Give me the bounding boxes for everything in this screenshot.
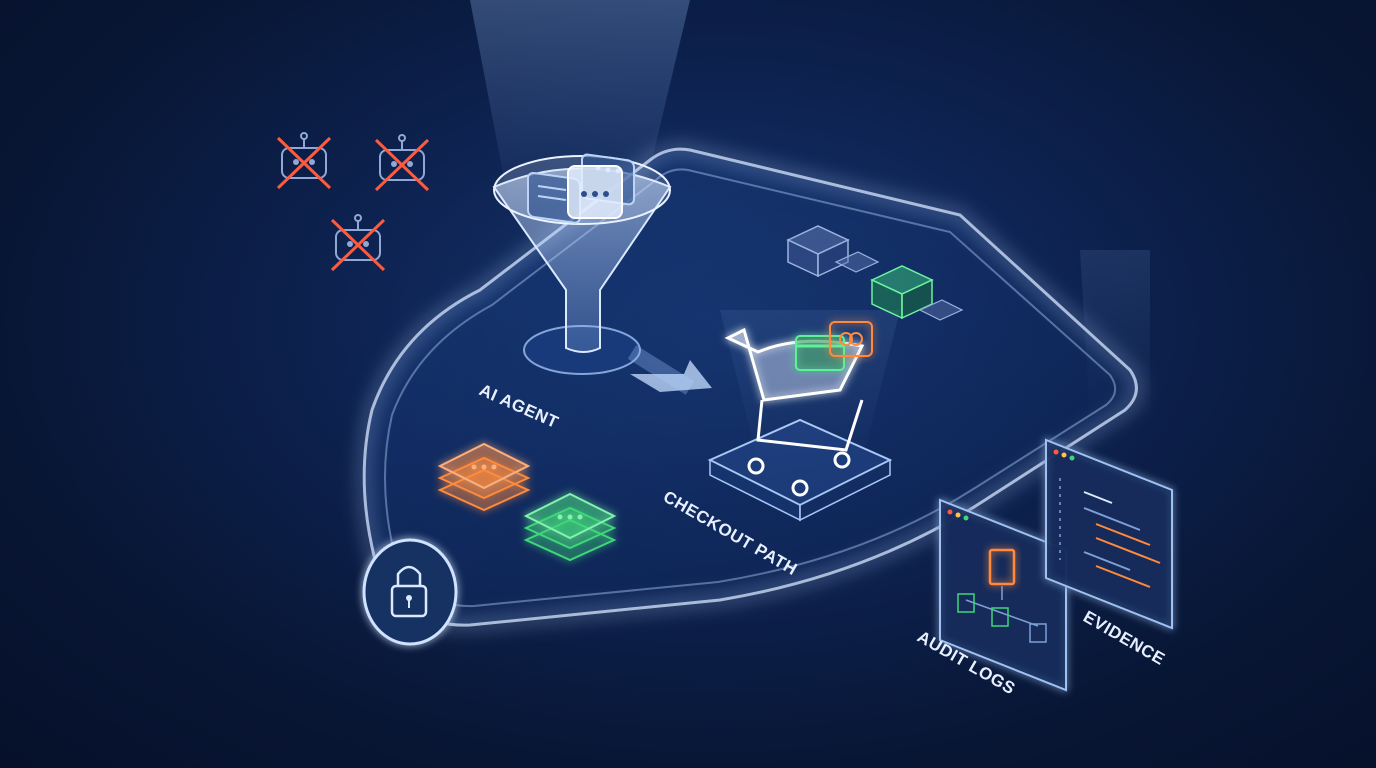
server-cube-icon: [870, 265, 964, 321]
chat-bubble-icon: [567, 165, 623, 219]
audit-logs-panel: [939, 498, 1067, 692]
credit-card-icon: [795, 335, 845, 371]
blocked-bot-icon: [276, 132, 332, 190]
code-window-icon: [1045, 438, 1173, 630]
blocked-bots: [276, 132, 430, 272]
stacked-layers-icon: [523, 492, 617, 562]
payment-card-icon: [829, 321, 873, 357]
blocked-bot-icon: [374, 134, 430, 192]
stacked-layers-icon: [437, 442, 531, 512]
blocked-bot-icon: [330, 214, 386, 272]
server-cube-icon: [786, 225, 880, 278]
document-icon: [988, 548, 1016, 586]
lock-icon: [362, 538, 458, 646]
arrow-right-icon: [627, 345, 712, 395]
